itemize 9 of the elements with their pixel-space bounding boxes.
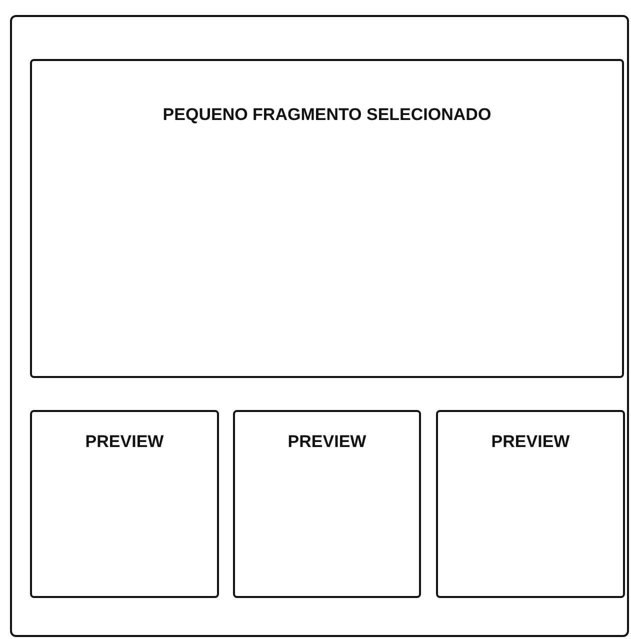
panel-title: PREVIEW <box>490 432 571 452</box>
panel-title: PEQUENO FRAGMENTO SELECIONADO <box>162 105 492 125</box>
preview-panel <box>436 410 625 598</box>
preview-panel <box>233 410 421 598</box>
panel-title: PREVIEW <box>286 432 368 452</box>
screen-frame <box>10 15 629 637</box>
panel-title: PREVIEW <box>84 432 165 452</box>
preview-panel <box>30 410 219 598</box>
selected-fragment-panel <box>30 59 624 378</box>
